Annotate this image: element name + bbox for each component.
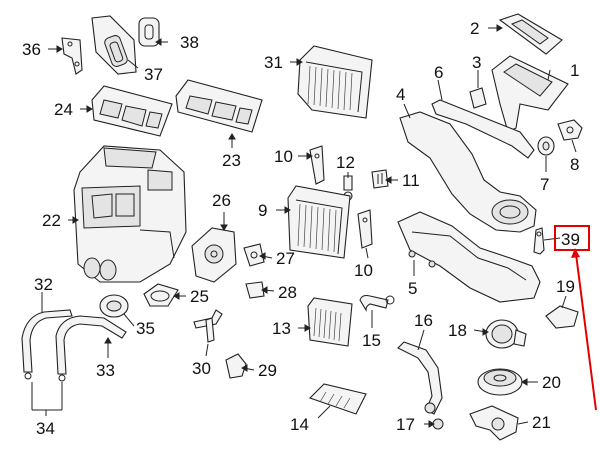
callout-25: 25 <box>190 287 209 306</box>
part-29-clip <box>225 353 247 379</box>
callout-35: 35 <box>136 319 155 338</box>
callout-26: 26 <box>212 191 231 210</box>
part-32-hose <box>21 309 73 380</box>
part-20-blower-wheel <box>477 368 523 396</box>
callout-3: 3 <box>472 53 481 72</box>
part-26-actuator <box>191 227 237 283</box>
callout-32: 32 <box>34 275 53 294</box>
callout-5: 5 <box>408 279 417 298</box>
part-2-lid <box>498 13 563 55</box>
part-38-seal <box>138 17 160 47</box>
part-11-connector <box>371 169 389 189</box>
part-36-bracket <box>61 37 83 75</box>
callout-33: 33 <box>96 361 115 380</box>
callout-31: 31 <box>264 53 283 72</box>
callout-18: 18 <box>448 321 467 340</box>
part-10-bracket-lower <box>357 209 373 249</box>
callout-19: 19 <box>556 277 575 296</box>
callout-37: 37 <box>144 65 163 84</box>
part-3-cap <box>469 87 487 109</box>
highlight-arrow <box>571 248 597 411</box>
callout-12: 12 <box>336 153 355 172</box>
callout-1: 1 <box>570 61 579 80</box>
part-31-heater-core <box>297 45 373 119</box>
callout-21: 21 <box>532 413 551 432</box>
callout-28: 28 <box>278 283 297 302</box>
callout-39: 39 <box>561 230 580 249</box>
callout-15: 15 <box>362 331 381 350</box>
callout-10-upper: 10 <box>274 147 293 166</box>
part-27-actuator <box>243 243 265 267</box>
callout-10-lower: 10 <box>354 261 373 280</box>
callout-7: 7 <box>540 175 549 194</box>
callout-6: 6 <box>434 63 443 82</box>
callout-13: 13 <box>272 319 291 338</box>
callout-20: 20 <box>542 373 561 392</box>
part-7-grommet <box>537 136 555 156</box>
part-8-sensor <box>557 119 583 141</box>
callout-4: 4 <box>396 85 405 104</box>
callout-8: 8 <box>570 155 579 174</box>
callout-30: 30 <box>192 359 211 378</box>
part-19-sensor <box>545 305 579 329</box>
part-15-fitting <box>359 294 395 312</box>
part-37-gasket <box>91 15 137 75</box>
leader-lines <box>31 24 577 428</box>
part-24-frame <box>91 85 173 137</box>
callout-34: 34 <box>36 419 55 438</box>
part-30-bracket <box>193 309 223 343</box>
callout-2: 2 <box>470 19 479 38</box>
callout-11: 11 <box>402 171 420 190</box>
part-10-bracket-upper <box>309 145 325 185</box>
callout-23: 23 <box>222 151 241 170</box>
callout-22: 22 <box>42 211 61 230</box>
part-5-housing <box>397 211 541 303</box>
callout-36: 36 <box>22 40 41 59</box>
part-35-grommet <box>99 294 129 318</box>
part-14-grille <box>308 383 367 415</box>
part-13-filter <box>307 297 353 347</box>
part-33-hose <box>55 315 127 382</box>
callout-17: 17 <box>396 415 415 434</box>
part-25-gasket <box>143 283 179 307</box>
part-23-frame <box>175 79 263 133</box>
part-4-housing <box>399 111 537 233</box>
callout-9: 9 <box>258 201 267 220</box>
part-22-housing <box>73 145 187 283</box>
callout-16: 16 <box>414 311 433 330</box>
callout-38: 38 <box>180 33 199 52</box>
part-21-cover <box>469 405 519 441</box>
callout-27: 27 <box>276 249 295 268</box>
part-39-clip <box>533 227 545 255</box>
part-9-evaporator <box>287 185 351 259</box>
part-18-blower-motor <box>485 319 527 349</box>
callout-29: 29 <box>258 361 277 380</box>
part-6-duct <box>431 99 535 159</box>
highlight-box-39 <box>554 225 590 251</box>
callout-24: 24 <box>54 100 73 119</box>
callout-14: 14 <box>290 415 309 434</box>
part-16-duct <box>397 341 443 415</box>
part-1-case <box>491 55 569 133</box>
part-28-block <box>245 281 265 299</box>
